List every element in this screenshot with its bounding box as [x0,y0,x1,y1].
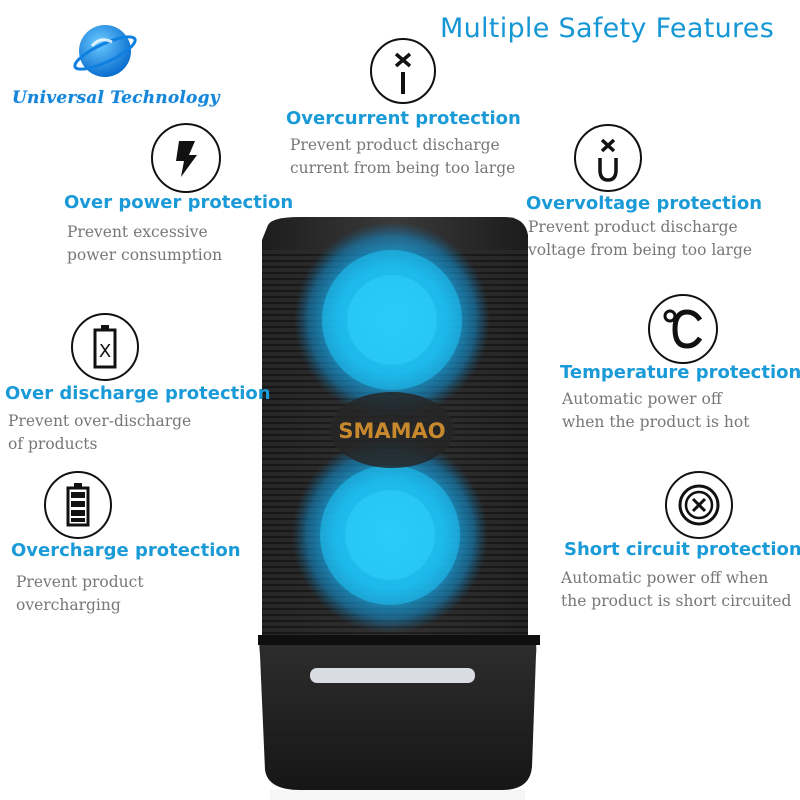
temperature-desc: Automatic power off when the product is … [562,388,749,434]
wireless-charger-image: SMAMAO [258,217,540,800]
product-brand-label: SMAMAO [338,419,445,443]
overcurrent-desc-line1: Prevent product discharge [290,136,500,154]
overvoltage-title: Overvoltage protection [526,193,763,214]
lightning-bolt-icon [151,123,221,193]
over-discharge-title: Over discharge protection [5,383,271,404]
circled-x-icon [665,471,733,539]
overcurrent-desc-line2: current from being too large [290,159,516,177]
temperature-desc-line2: when the product is hot [562,413,750,431]
short-circuit-title: Short circuit protection [564,539,800,560]
battery-x-icon: X [71,313,139,381]
over-discharge-desc-line1: Prevent over-discharge [8,412,192,430]
temperature-title: Temperature protection [560,362,800,383]
celsius-icon [648,294,718,364]
overcharge-desc-line2: overcharging [16,596,121,614]
globe-logo-icon [73,25,137,77]
short-circuit-desc-line1: Automatic power off when [561,569,769,587]
overcharge-title: Overcharge protection [11,540,241,561]
overvoltage-desc-line1: Prevent product discharge [528,218,738,236]
svg-text:X: X [99,341,111,362]
over-power-desc-line1: Prevent excessive [67,223,208,241]
overcurrent-desc: Prevent product discharge current from b… [290,134,515,180]
current-i-icon [370,38,436,104]
short-circuit-desc-line2: the product is short circuited [561,592,792,610]
over-discharge-desc-line2: of products [8,435,98,453]
over-power-desc: Prevent excessive power consumption [67,221,222,267]
overvoltage-desc-line2: voltage from being too large [528,241,753,259]
brand-logo: Universal Technology [8,8,220,118]
overvoltage-desc: Prevent product discharge voltage from b… [528,216,752,262]
overcharge-desc: Prevent product overcharging [16,571,144,617]
voltage-u-icon [574,124,642,192]
logo-text: Universal Technology [12,88,220,108]
full-battery-icon [44,471,112,539]
page-title: Multiple Safety Features [440,13,775,44]
over-discharge-desc: Prevent over-discharge of products [8,410,191,456]
over-power-desc-line2: power consumption [67,246,223,264]
overcurrent-title: Overcurrent protection [286,108,521,129]
temperature-desc-line1: Automatic power off [562,390,722,408]
over-power-title: Over power protection [64,192,294,213]
short-circuit-desc: Automatic power off when the product is … [561,567,791,613]
overcharge-desc-line1: Prevent product [16,573,144,591]
